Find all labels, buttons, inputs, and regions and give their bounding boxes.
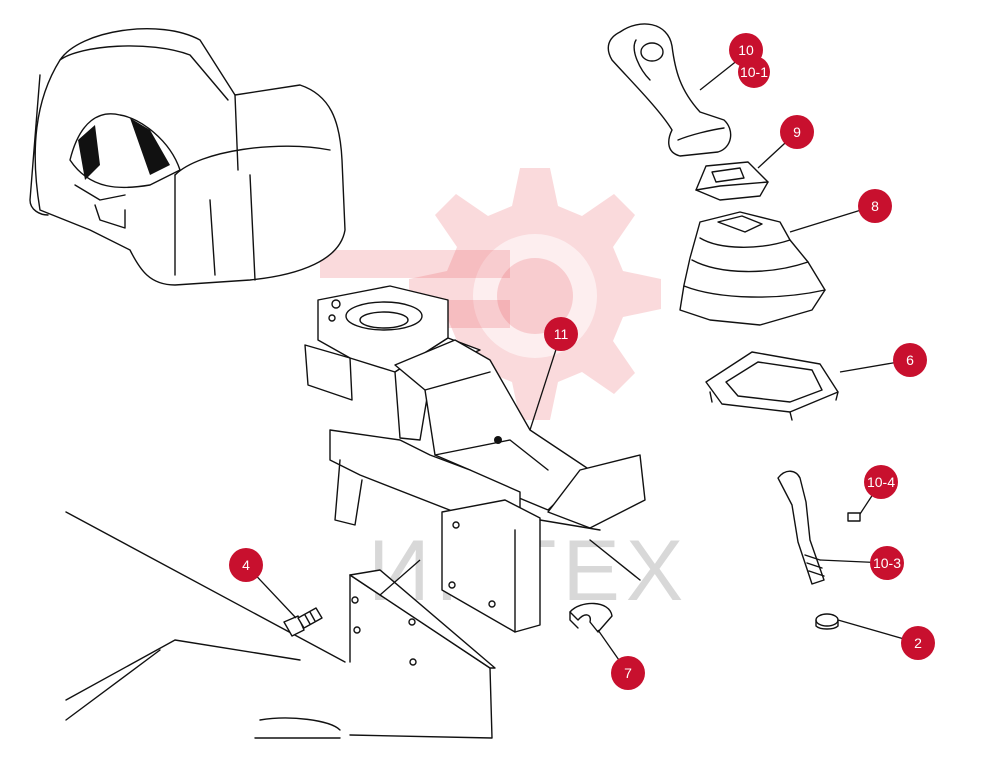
console-bracket-drawing [304,285,646,633]
operator-seat-drawing [29,28,346,286]
clip-part-drawing [569,602,613,633]
callout-9-label: 9 [793,124,801,140]
boot-frame-drawing [705,351,839,421]
callout-11-label: 11 [554,326,569,342]
callout-2: 2 [901,626,935,660]
nut-part-drawing [815,613,839,630]
callout-10-1: 10-1 [738,56,770,88]
boot-cap-drawing [695,161,769,201]
control-lever-drawing [777,470,825,585]
callout-10-3: 10-3 [870,546,904,580]
callout-6-label: 6 [906,352,914,368]
callout-8-label: 8 [871,198,879,214]
callout-7: 7 [611,656,645,690]
lever-knob-drawing [607,23,732,157]
callout-10-4: 10-4 [864,465,898,499]
floor-plate-drawing [65,511,496,739]
callout-2-label: 2 [914,635,922,651]
rubber-boot-drawing [679,211,826,326]
callout-10-1-label: 10-1 [740,64,768,80]
callout-6: 6 [893,343,927,377]
callout-10-label: 10 [738,42,754,58]
callout-11: 11 [544,317,578,351]
callout-8: 8 [858,189,892,223]
callout-9: 9 [780,115,814,149]
callout-10-3-label: 10-3 [873,555,901,571]
callout-4-label: 4 [242,557,250,573]
bolt-part-drawing [283,607,323,637]
callout-4: 4 [229,548,263,582]
callout-10-4-label: 10-4 [867,474,895,490]
callout-7-label: 7 [624,665,632,681]
pin-part-drawing [847,512,861,522]
